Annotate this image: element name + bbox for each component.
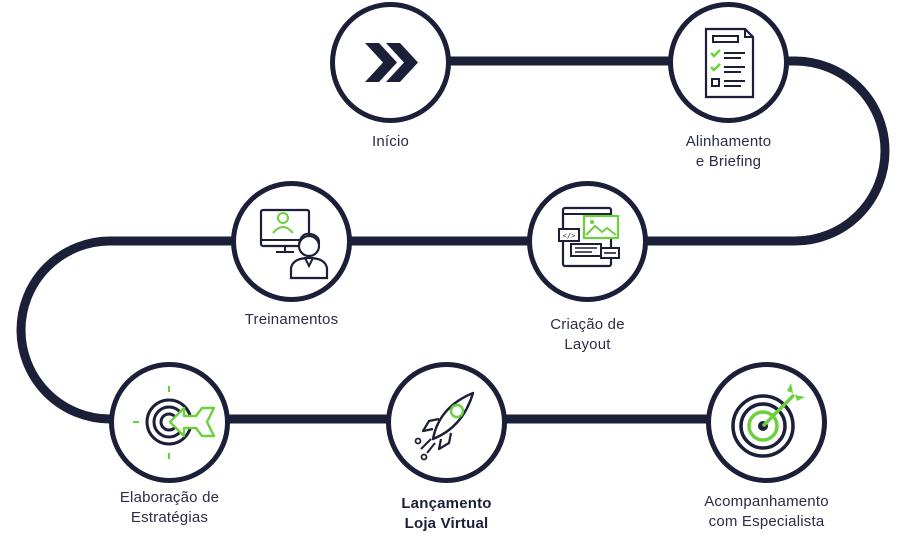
step-criacao-circle: </> (527, 181, 648, 302)
step-alinhamento-circle (668, 2, 789, 123)
user-training-icon (259, 208, 329, 280)
rocket-icon (414, 391, 475, 461)
step-lancamento-label: Lançamento Loja Virtual (366, 494, 527, 534)
step-treinamentos-circle (231, 181, 352, 302)
step-label-line: Início (371, 133, 410, 150)
step-label-line: Criação de (550, 316, 625, 333)
double-chevron-right-icon (365, 43, 418, 82)
step-elaboracao-circle (109, 362, 230, 483)
step-inicio-circle (330, 2, 451, 123)
step-elaboracao-label: Elaboração de Estratégias (89, 488, 250, 528)
step-lancamento-circle (386, 362, 507, 483)
web-layout-icon: </> (558, 206, 620, 268)
step-label-line: Alinhamento (685, 133, 772, 150)
step-acompanhamento-label: Acompanhamento com Especialista (676, 492, 857, 532)
step-label-line: Acompanhamento (704, 493, 829, 510)
step-label-line: com Especialista (708, 513, 825, 530)
svg-text:</>: </> (563, 232, 576, 240)
target-dart-icon (731, 383, 805, 458)
step-treinamentos-label: Treinamentos (211, 310, 372, 330)
step-label-line: Layout (564, 336, 611, 353)
target-arrow-strategy-icon (133, 386, 216, 459)
step-criacao-label: Criação de Layout (507, 315, 668, 355)
step-label-line: Loja Virtual (404, 515, 489, 532)
step-acompanhamento-circle (706, 362, 827, 483)
step-label-line: Treinamentos (244, 311, 339, 328)
step-label-line: Estratégias (130, 509, 209, 526)
checklist-document-icon (704, 27, 755, 99)
step-inicio-label: Início (320, 132, 461, 152)
step-label-line: Lançamento (401, 495, 492, 512)
step-label-line: e Briefing (695, 153, 762, 170)
step-label-line: Elaboração de (119, 489, 220, 506)
step-alinhamento-label: Alinhamento e Briefing (648, 132, 809, 172)
